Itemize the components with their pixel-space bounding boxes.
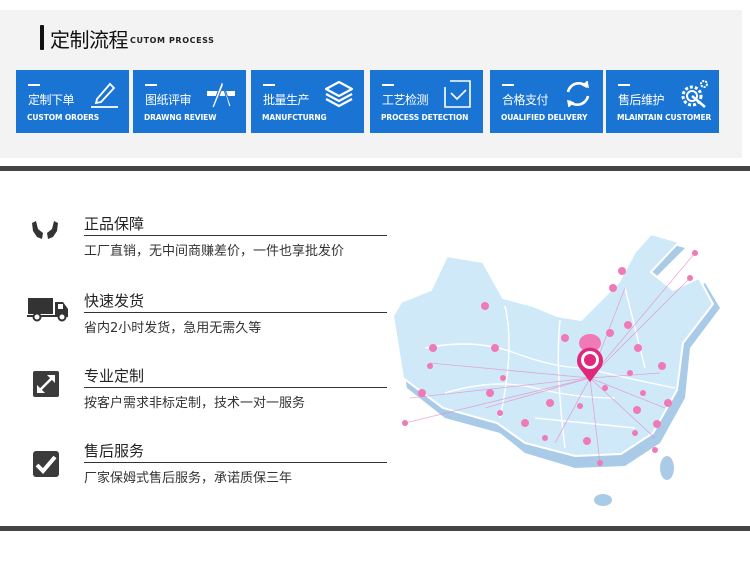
step-process-detection[interactable]: 工艺检测 PROCESS DETECTION bbox=[370, 70, 483, 133]
step-label-en: CUSTOM OROERS bbox=[27, 113, 100, 122]
refresh-icon bbox=[566, 80, 590, 108]
step-maintain-customer[interactable]: 售后维护 MLAINTAIN CUSTOMER bbox=[606, 70, 719, 133]
step-dash bbox=[618, 84, 630, 86]
pencil-icon bbox=[91, 82, 118, 108]
step-qualified-delivery[interactable]: 合格支付 OUALIFIED DELIVERY bbox=[490, 70, 603, 133]
checkmark-icon bbox=[33, 451, 59, 477]
title-accent-bar bbox=[40, 25, 44, 50]
step-label-en: MANUFCTURNG bbox=[262, 113, 327, 122]
step-dash bbox=[502, 84, 514, 86]
step-label-cn: 图纸评审 bbox=[145, 93, 192, 107]
step-dash bbox=[263, 84, 275, 86]
feature-desc: 按客户需求非标定制，技术一对一服务 bbox=[84, 396, 306, 411]
step-label-en: PROCESS DETECTION bbox=[381, 113, 469, 122]
step-dash bbox=[28, 84, 40, 86]
bottom-divider bbox=[0, 526, 750, 531]
feature-title: 快速发货 bbox=[84, 292, 145, 310]
step-label-en: MLAINTAIN CUSTOMER bbox=[617, 113, 712, 122]
feature-underline bbox=[84, 387, 387, 388]
feature-underline bbox=[84, 462, 387, 463]
feature-title: 售后服务 bbox=[84, 442, 145, 460]
step-drawing-review[interactable]: 图纸评审 DRAWNG REVIEW bbox=[133, 70, 246, 133]
layers-icon bbox=[324, 80, 354, 108]
route-lines bbox=[404, 252, 696, 464]
feature-desc: 厂家保姆式售后服务，承诺质保三年 bbox=[84, 471, 293, 486]
hub-pin-icon bbox=[577, 347, 603, 382]
custom-process-panel: 定制流程 CUTOM PROCESS 定制下单 CUSTOM OROERS 图纸… bbox=[0, 10, 742, 158]
step-label-cn: 合格支付 bbox=[502, 93, 549, 107]
feature-customization: 专业定制 按客户需求非标定制，技术一对一服务 bbox=[0, 365, 400, 425]
section-subtitle: CUTOM PROCESS bbox=[130, 36, 215, 45]
section-title: 定制流程 bbox=[50, 28, 129, 52]
hands-icon bbox=[32, 221, 58, 239]
map-land bbox=[391, 232, 715, 458]
checkbox-icon bbox=[444, 80, 471, 108]
top-divider bbox=[0, 166, 750, 171]
step-dash bbox=[382, 84, 394, 86]
feature-desc: 省内2小时发货，急用无需久等 bbox=[84, 321, 262, 336]
step-label-en: OUALIFIED DELIVERY bbox=[501, 113, 588, 122]
feature-underline bbox=[84, 235, 387, 236]
step-label-en: DRAWNG REVIEW bbox=[144, 113, 217, 122]
step-manufacturing[interactable]: 批量生产 MANUFCTURNG bbox=[251, 70, 364, 133]
step-dash bbox=[145, 84, 157, 86]
step-label-cn: 批量生产 bbox=[263, 93, 310, 107]
feature-underline bbox=[84, 312, 387, 313]
feature-desc: 工厂直销，无中间商赚差价，一件也享批发价 bbox=[84, 244, 345, 259]
compass-ruler-icon bbox=[207, 79, 235, 109]
resize-arrow-icon bbox=[33, 371, 59, 397]
gear-wrench-icon bbox=[681, 80, 708, 108]
truck-icon bbox=[27, 298, 68, 322]
feature-after-sales: 售后服务 厂家保姆式售后服务，承诺质保三年 bbox=[0, 440, 400, 500]
feature-fast-shipping: 快速发货 省内2小时发货，急用无需久等 bbox=[0, 290, 400, 350]
location-markers bbox=[402, 250, 698, 466]
step-label-cn: 工艺检测 bbox=[382, 93, 429, 107]
feature-title: 专业定制 bbox=[84, 367, 145, 385]
step-custom-orders[interactable]: 定制下单 CUSTOM OROERS bbox=[16, 70, 129, 133]
china-distribution-map bbox=[391, 232, 720, 506]
feature-title: 正品保障 bbox=[84, 215, 145, 233]
step-label-cn: 定制下单 bbox=[28, 93, 75, 107]
step-label-cn: 售后维护 bbox=[618, 93, 665, 107]
feature-genuine: 正品保障 工厂直销，无中间商赚差价，一件也享批发价 bbox=[0, 213, 400, 273]
